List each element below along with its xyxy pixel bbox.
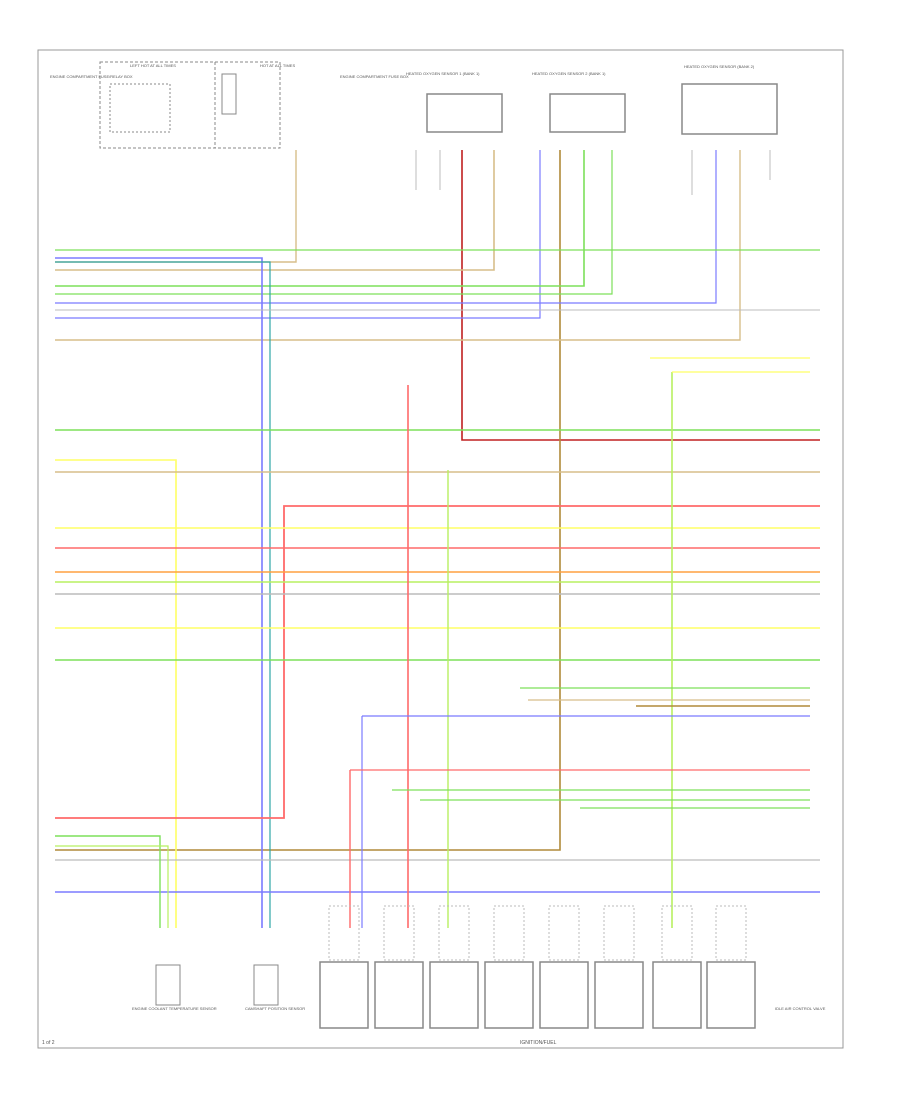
label-engine-compartment-1: ENGINE COMPARTMENT FUSE/RELAY BOX [50,74,133,79]
wire [461,150,820,441]
label-fuse-block-2: HOT AT ALL TIMES [260,63,295,68]
wire [55,150,561,851]
injector-connector-block [652,961,702,1029]
connector-pin-group [548,905,580,961]
injector-connector-block [706,961,756,1029]
connector-pin-group [328,905,360,961]
diagram-frame [37,49,844,1049]
label-sensor-2: HEATED OXYGEN SENSOR 2 (BANK 1) [532,71,606,76]
label-sensor-3: HEATED OXYGEN SENSOR (BANK 2) [684,64,755,69]
connector-pin-group [603,905,635,961]
connector-pin-group [661,905,693,961]
label-comp-4: IDLE AIR CONTROL VALVE [775,1006,826,1011]
wire [55,257,263,928]
injector-connector-block [374,961,424,1029]
wire [55,150,585,287]
wire [55,459,177,928]
footer-left: 1 of 2 [42,1040,55,1046]
wire [55,150,613,295]
wire [55,150,495,271]
wire [55,150,541,319]
label-comp-1: ENGINE COOLANT TEMPERATURE SENSOR [132,1006,217,1011]
injector-connector-block [539,961,589,1029]
cmp-sensor-connector [253,964,279,1006]
wire [55,261,271,928]
wire [55,150,741,341]
connector-pin-group [438,905,470,961]
connectors-group [155,905,756,1029]
wire [55,150,717,304]
wire [55,150,297,263]
injector-connector-block [319,961,369,1029]
connector-pin-group [493,905,525,961]
label-engine-compartment-2: ENGINE COMPARTMENT FUSE BOX [340,74,409,79]
connector-pin-group [715,905,747,961]
ect-sensor-connector [155,964,181,1006]
connector-pin-group [383,905,415,961]
sensor-box-1 [426,93,503,133]
label-comp-2: CAMSHAFT POSITION SENSOR [245,1006,305,1011]
footer-center: IGNITION/FUEL [520,1040,557,1046]
wires-group [55,150,820,928]
injector-connector-block [429,961,479,1029]
injector-connector-block [484,961,534,1029]
label-sensor-1: HEATED OXYGEN SENSOR 1 (BANK 1) [406,71,480,76]
sensor-box-3 [681,83,778,135]
sensor-box-2 [549,93,626,133]
fuse-relay-box [99,61,281,149]
label-fuse-block-1: LEFT HOT AT ALL TIMES [130,63,176,68]
wire [55,835,161,928]
injector-connector-block [594,961,644,1029]
wire [55,845,169,928]
wire [55,505,820,819]
